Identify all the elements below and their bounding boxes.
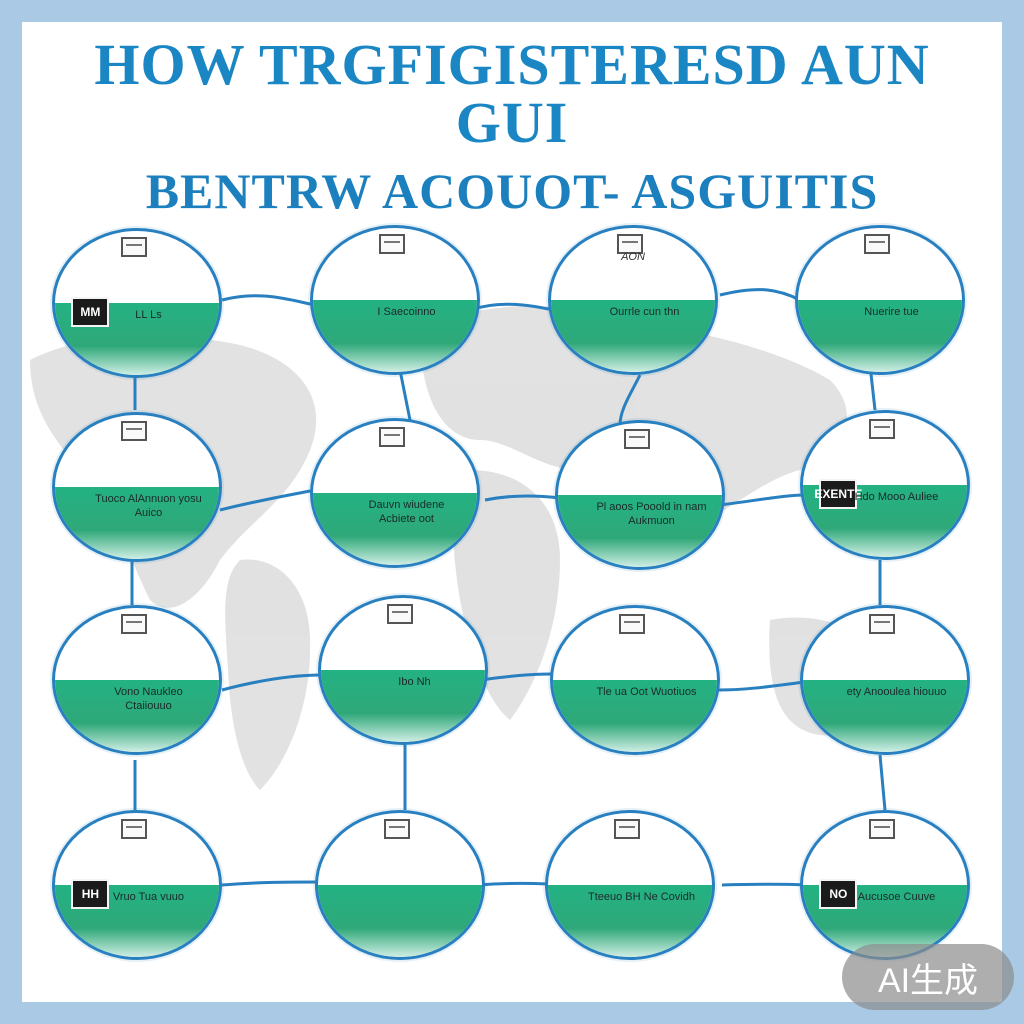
document-icon xyxy=(120,236,147,257)
document-icon xyxy=(378,426,405,447)
step-node-2: I Saecoinno xyxy=(310,225,480,375)
step-text: Tteeuo BH Ne Covidh xyxy=(587,890,695,903)
step-text: Ibo Nh xyxy=(398,675,431,688)
step-text: Hdo Mooo Auliee xyxy=(854,490,939,503)
connector-1-2 xyxy=(221,294,316,307)
ai-generated-badge: AI生成 xyxy=(842,944,1014,1010)
document-icon xyxy=(378,233,405,254)
connector-7-8 xyxy=(719,493,806,507)
connector-12-16 xyxy=(878,754,887,811)
document-icon xyxy=(868,818,895,839)
connector-3-7 xyxy=(618,374,642,426)
document-icon xyxy=(120,420,147,441)
document-icon xyxy=(863,233,890,254)
connector-14-15 xyxy=(477,881,549,887)
document-icon xyxy=(383,818,410,839)
step-heading: AON xyxy=(621,251,645,264)
step-node-4: Nuerire tue xyxy=(795,225,965,375)
connector-9-10 xyxy=(221,673,323,692)
step-badge: EXENTE xyxy=(814,479,862,510)
document-icon xyxy=(120,613,147,634)
step-text: ety Anooulea hiouuo xyxy=(846,685,947,698)
document-icon xyxy=(623,428,650,449)
step-text: LL Ls xyxy=(135,308,162,321)
step-text: Nuerire tue xyxy=(864,305,919,318)
connector-3-4 xyxy=(719,288,801,302)
document-icon xyxy=(386,603,413,624)
step-badge: MM xyxy=(71,297,110,328)
connector-6-7 xyxy=(484,494,561,502)
step-node-5: Tuoco AlAnnuon yosu Auico xyxy=(52,412,222,562)
step-text: Vruo Tua vuuo xyxy=(112,890,185,903)
step-text: Tuoco AlAnnuon yosu Auico xyxy=(95,492,202,519)
step-node-3: AON Ourrle cun thn xyxy=(548,225,718,375)
step-text: Ourrle cun thn xyxy=(609,305,680,318)
step-node-10: Ibo Nh xyxy=(318,595,488,745)
diagram-title: HOW TRGFIGISTERESD AUN GUI BENTRW ACOUOT… xyxy=(60,32,964,219)
document-icon xyxy=(613,818,640,839)
document-icon xyxy=(618,613,645,634)
step-node-15: Tteeuo BH Ne Covidh xyxy=(545,810,715,960)
title-line-1: HOW TRGFIGISTERESD AUN GUI xyxy=(94,32,930,155)
connector-2-6 xyxy=(398,369,412,421)
step-node-6: Dauvn wiudene Acbiete oot xyxy=(310,418,480,568)
step-text: Tle ua Oot Wuotiuos xyxy=(596,685,697,698)
connector-2-3 xyxy=(469,302,554,312)
document-icon xyxy=(868,418,895,439)
step-badge: NO xyxy=(819,879,858,910)
step-node-12: ety Anooulea hiouuo xyxy=(800,605,970,755)
connector-15-16 xyxy=(721,882,806,887)
step-text: Aucusoe Cuuve xyxy=(857,890,936,903)
step-node-9: Vono Naukleo Ctaiiouuo xyxy=(52,605,222,755)
connector-10-11 xyxy=(479,672,553,682)
connector-13-14 xyxy=(221,880,319,887)
connector-5-6 xyxy=(219,488,316,512)
step-text: Pl aoos Pooold in nam Aukmuon xyxy=(596,500,707,527)
step-node-11: Tle ua Oot Wuotiuos xyxy=(550,605,720,755)
connector-11-12 xyxy=(717,680,806,692)
document-icon xyxy=(616,233,643,254)
step-text: Vono Naukleo Ctaiiouuo xyxy=(114,685,183,712)
step-node-7: Pl aoos Pooold in nam Aukmuon xyxy=(555,420,725,570)
document-icon xyxy=(120,818,147,839)
step-node-14 xyxy=(315,810,485,960)
step-text: Dauvn wiudene Acbiete oot xyxy=(368,498,445,525)
document-icon xyxy=(868,613,895,634)
title-line-2: BENTRW ACOUOT- ASGUITIS xyxy=(145,163,879,219)
step-node-1: MM LL Ls xyxy=(52,228,222,378)
step-text: I Saecoinno xyxy=(377,305,436,318)
step-badge: HH xyxy=(71,879,110,910)
